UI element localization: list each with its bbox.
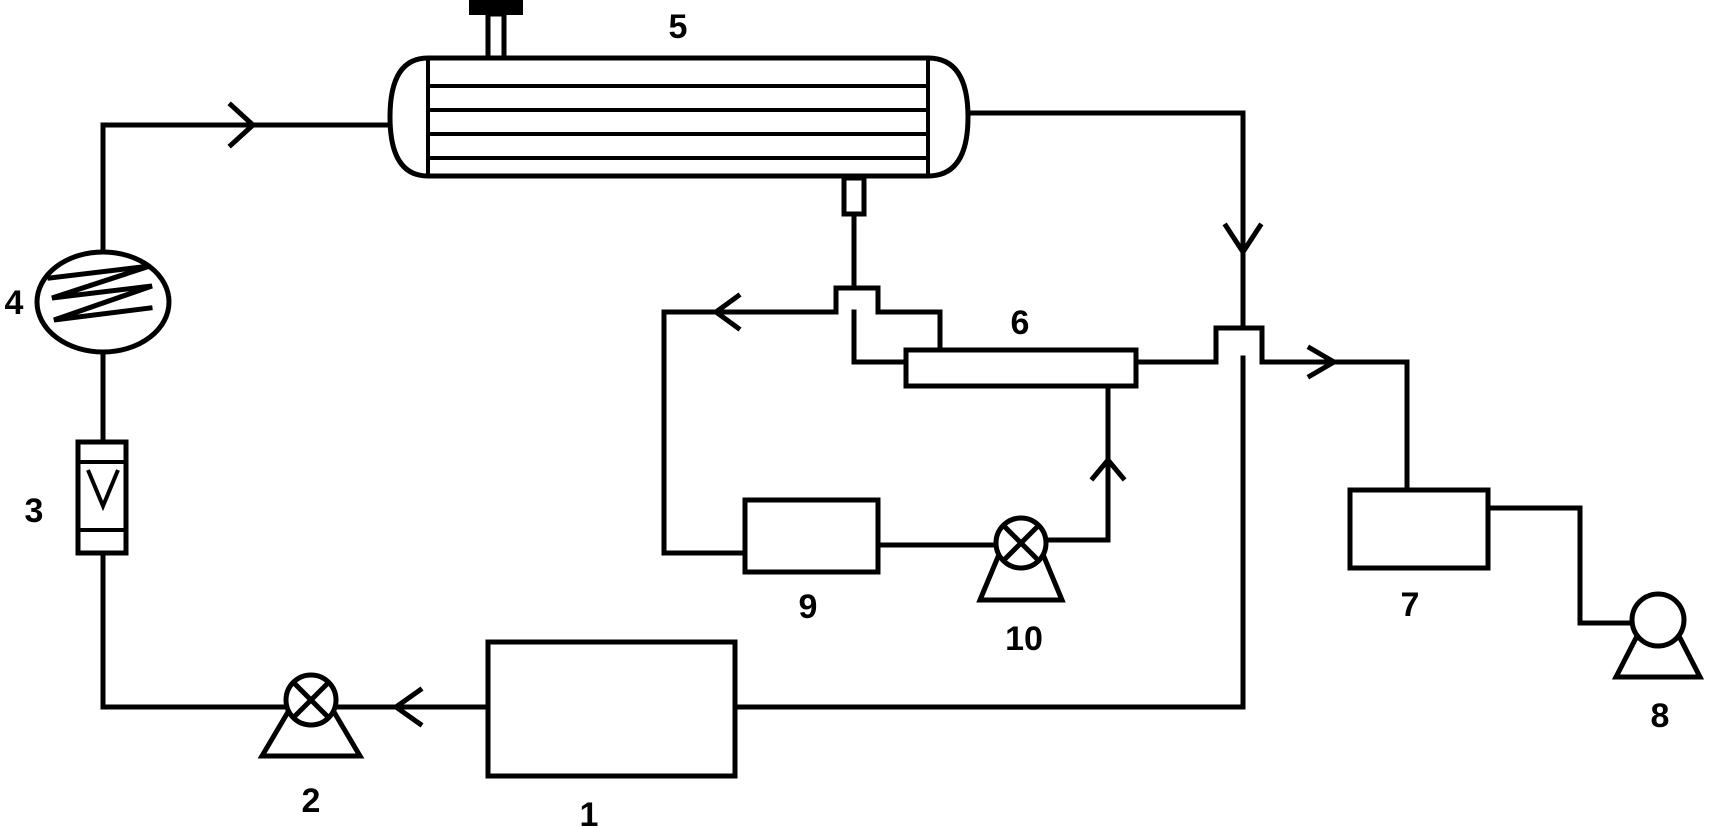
- pipe-exchanger-to-vessel: [100, 122, 398, 255]
- flowmeter-3: [75, 439, 129, 556]
- pipe-return-bypass-jump: [1213, 325, 1265, 361]
- pipe-6-side-down: [851, 309, 909, 365]
- label-1: 1: [580, 796, 599, 828]
- pipe-pump-10-up: [1047, 383, 1111, 543]
- label-10: 10: [1005, 620, 1043, 658]
- pipe-7-to-pump-8: [1485, 505, 1639, 626]
- arrow-up-to-6: [1089, 456, 1127, 482]
- vessel-5: [387, 55, 971, 179]
- arrow-right-down: [1222, 222, 1264, 257]
- pump-10: [976, 515, 1066, 603]
- label-5: 5: [669, 8, 688, 46]
- label-4: 4: [5, 284, 24, 322]
- pipe-main-loop: [100, 550, 491, 710]
- pump-8: [1611, 591, 1705, 680]
- pipe-return-down-to-tank: [732, 355, 1246, 710]
- heat-exchanger-4: [34, 249, 172, 355]
- pump-2: [257, 672, 365, 759]
- unit-7: [1347, 487, 1491, 571]
- label-2: 2: [302, 782, 321, 820]
- pipe-jump-6: [833, 285, 943, 353]
- pipe-to-unit-7: [1259, 359, 1410, 493]
- unit-9: [742, 497, 881, 575]
- arrow-bottom-left: [391, 686, 424, 728]
- vessel-top-nozzle: [469, 0, 523, 61]
- pipe-vessel-return: [961, 110, 1246, 331]
- label-8: 8: [1651, 697, 1670, 735]
- pipe-loop-left: [661, 309, 839, 556]
- tank-1: [485, 639, 738, 779]
- label-9: 9: [799, 588, 818, 626]
- vessel-bottom-nozzle: [841, 175, 867, 217]
- tube-6: [903, 347, 1139, 389]
- arrow-sub-loop-left: [711, 292, 742, 332]
- arrow-top-left: [227, 101, 257, 149]
- label-7: 7: [1401, 586, 1420, 624]
- label-3: 3: [25, 492, 44, 530]
- label-6: 6: [1011, 304, 1030, 342]
- arrow-to-7: [1306, 344, 1339, 380]
